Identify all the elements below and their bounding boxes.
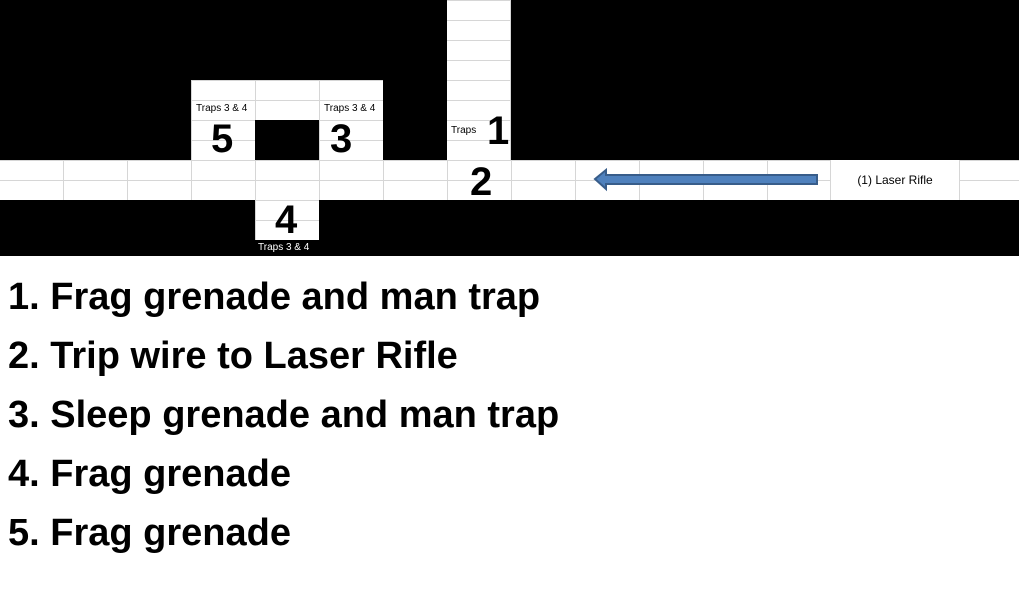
legend-item: 4. Frag grenade (8, 453, 291, 495)
marker-1: 1 (487, 109, 510, 153)
legend-item: 3. Sleep grenade and man trap (8, 394, 560, 436)
marker-5: 5 (211, 117, 234, 161)
wall-block (255, 120, 319, 160)
legend-item: 1. Frag grenade and man trap (8, 276, 541, 318)
cell-label-trap-1: Traps (451, 125, 477, 136)
cell-label-trap-5: Traps 3 & 4 (196, 103, 248, 114)
laser-rifle-cell: (1) Laser Rifle (830, 160, 960, 200)
laser-rifle-label: (1) Laser Rifle (857, 173, 933, 187)
marker-2: 2 (470, 160, 493, 204)
room-upper (191, 80, 383, 160)
alcove-lower (255, 200, 319, 240)
legend-item: 2. Trip wire to Laser Rifle (8, 335, 458, 377)
cell-label-trap-4: Traps 3 & 4 (258, 242, 310, 253)
legend-item: 5. Frag grenade (8, 512, 291, 554)
arrow-left-icon (593, 168, 818, 192)
marker-4: 4 (275, 198, 298, 242)
map-diagram: Traps 3 & 4 Traps 3 & 4 Traps Traps 3 & … (0, 0, 1019, 256)
marker-3: 3 (330, 117, 353, 161)
legend-list: 1. Frag grenade and man trap 2. Trip wir… (8, 272, 559, 567)
cell-label-trap-3: Traps 3 & 4 (324, 103, 376, 114)
